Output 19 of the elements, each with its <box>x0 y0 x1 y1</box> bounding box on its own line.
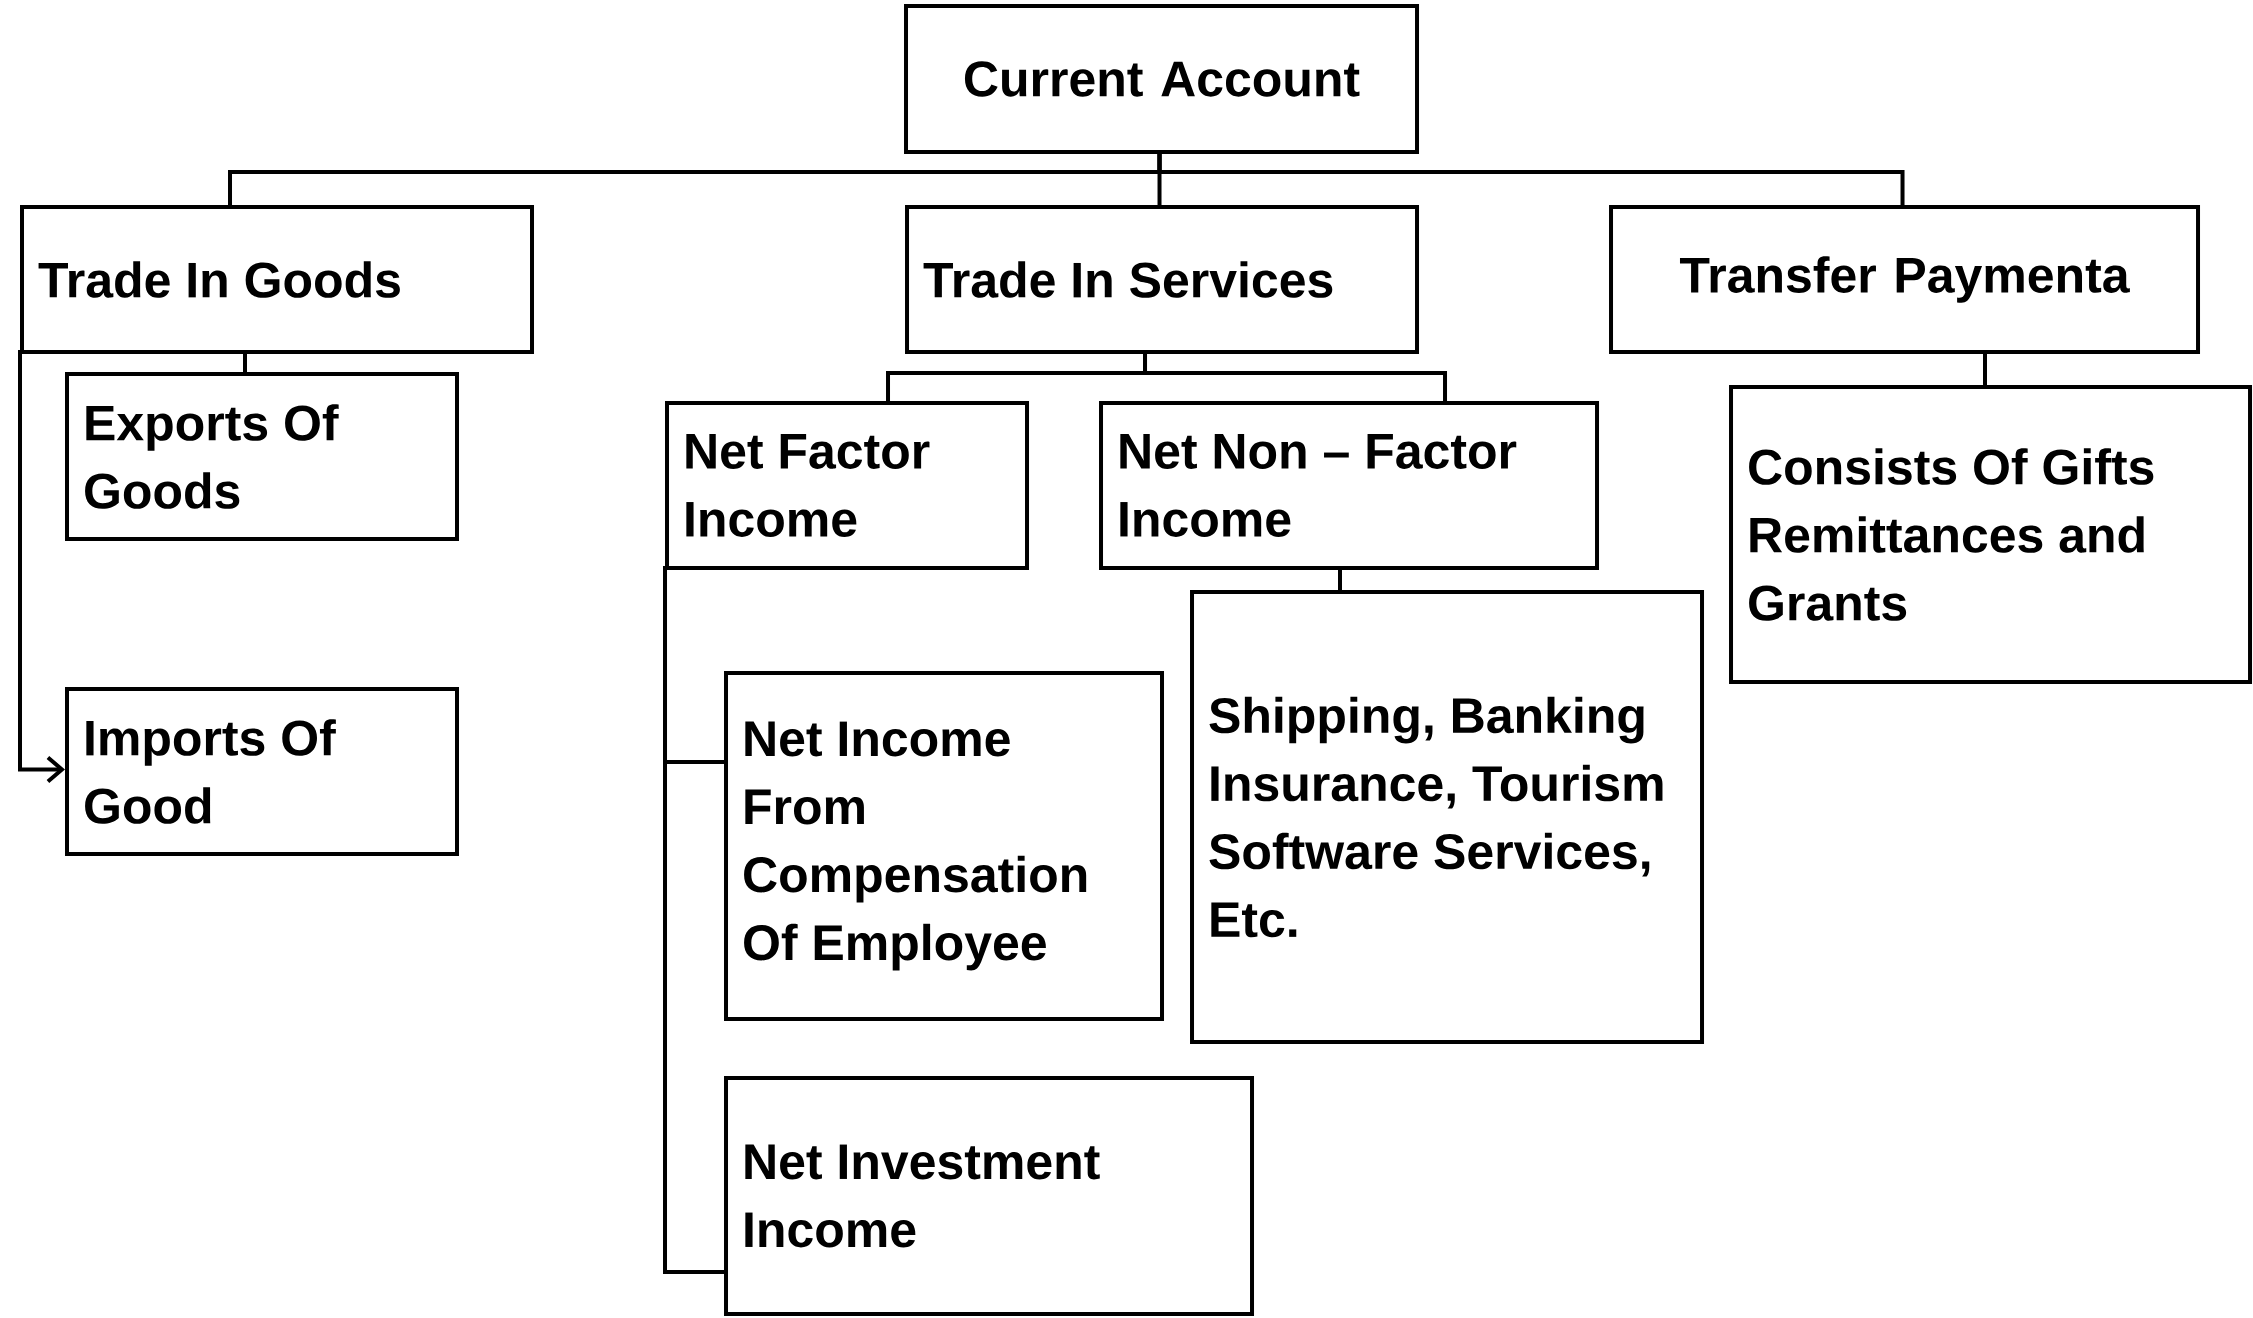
text-box: Imports Of Good <box>65 687 459 856</box>
text-box: Shipping, Banking Insurance, Tourism Software Services, Etc. <box>1190 590 1704 1044</box>
connector-line <box>1338 566 1342 590</box>
text-box: Exports Of Goods <box>65 372 459 541</box>
connector-line <box>18 350 65 783</box>
text-box: Net Non – Factor Income <box>1099 401 1599 570</box>
text-box: Consists Of Gifts Remittances and Grants <box>1729 385 2253 684</box>
text-box: Net Investment Income <box>724 1076 1254 1316</box>
text-box: Trade In Services <box>905 205 1419 354</box>
connector-line <box>663 566 724 1274</box>
connector-line <box>1143 350 1447 401</box>
text-box: Current Account <box>904 4 1419 154</box>
text-box: Net Factor Income <box>665 401 1029 570</box>
connector-line <box>243 350 247 372</box>
text-box: Net Income From Compensation Of Employee <box>724 671 1164 1021</box>
text-box: Transfer Paymenta <box>1609 205 2201 354</box>
connector-line <box>1983 350 1987 385</box>
text-box: Trade In Goods <box>20 205 534 354</box>
connector-line <box>1157 150 1905 205</box>
